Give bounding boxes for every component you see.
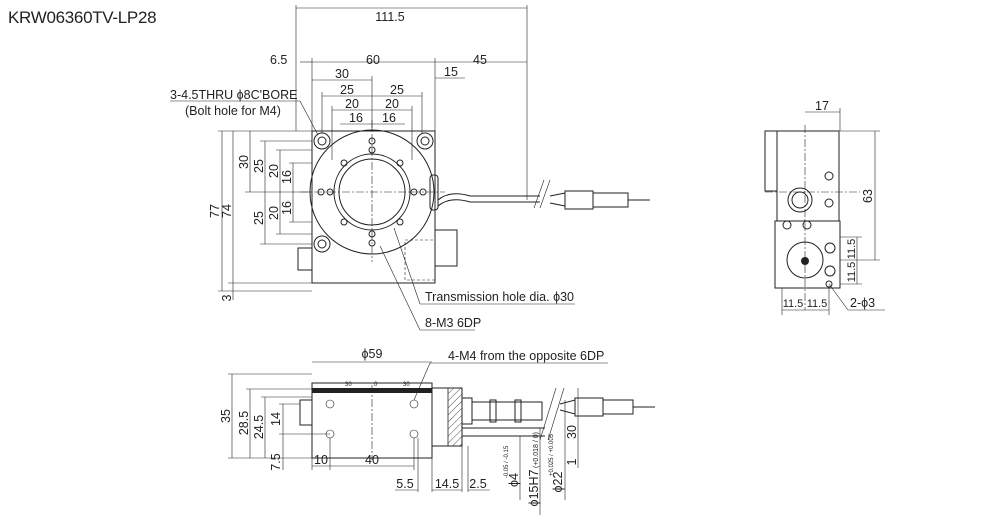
dim-vertical-11-5-bottom: 11.5 <box>846 262 858 283</box>
dim-height-7-5: 7.5 <box>269 453 283 470</box>
dim-pitch-20-left: 20 <box>345 97 359 111</box>
dim-height-1: 1 <box>565 458 579 465</box>
dim-height-63: 63 <box>861 189 875 203</box>
dim-vertical-11-5-top: 11.5 <box>846 239 858 260</box>
dim-height-14: 14 <box>269 412 283 426</box>
dim-bore-15h7: ϕ15H7 <box>527 470 541 507</box>
note-pins: 2-ϕ3 <box>850 296 875 310</box>
dim-v16-bottom: 16 <box>280 201 294 215</box>
connector <box>564 190 594 210</box>
dim-pitch-25-left: 25 <box>340 83 354 97</box>
side-motor-block <box>774 220 841 289</box>
dim-v20-top: 20 <box>267 164 281 178</box>
scale-mark: 30 <box>403 382 410 388</box>
dim-half-height: 30 <box>237 155 251 169</box>
dim-pitch-20-right: 20 <box>385 97 399 111</box>
dim-pitch-16-left: 16 <box>349 111 363 125</box>
note-m4-taps: 4-M4 from the opposite 6DP <box>448 349 604 363</box>
dim-cable-offset: 15 <box>444 65 458 79</box>
note-bolt-hole: 3-4.5THRU ϕ8C'BORE <box>170 88 297 102</box>
dim-v25-bottom: 25 <box>252 211 266 225</box>
dim-overall-height: 77 <box>208 204 222 218</box>
dim-offset: 6.5 <box>270 53 287 67</box>
front-connector <box>574 397 604 417</box>
dim-overall-length: 111.5 <box>375 10 404 24</box>
dim-height-28-5: 28.5 <box>237 411 251 435</box>
cable <box>437 193 540 207</box>
dim-width-17: 17 <box>815 99 829 113</box>
dim-diameter-59: ϕ59 <box>362 347 383 361</box>
dim-shaft-4: ϕ4 <box>507 473 521 487</box>
dim-horizontal-11-5-left: 11.5 <box>783 298 804 310</box>
scale-mark: 30 <box>345 382 352 388</box>
dim-v16-top: 16 <box>280 170 294 184</box>
micrometer-knob <box>297 247 313 271</box>
dim-body-width: 60 <box>366 53 380 67</box>
dim-v20-bottom: 20 <box>267 206 281 220</box>
dim-height-35: 35 <box>219 409 233 423</box>
dim-cable-length: 45 <box>473 53 487 67</box>
micrometer <box>299 399 313 426</box>
note-tap-holes: 8-M3 6DP <box>425 316 481 330</box>
dim-pitch-25-right: 25 <box>390 83 404 97</box>
dim-shaft-4-tolerance: -0.05 / -0.15 <box>504 445 510 478</box>
dim-half-width: 30 <box>335 67 349 81</box>
dim-width-10: 10 <box>314 453 328 467</box>
top-view: 111.5 6.5 60 45 30 15 25 25 20 20 16 16 … <box>170 5 650 331</box>
dim-horizontal-11-5-right: 11.5 <box>807 298 828 310</box>
hatched-section <box>447 387 463 447</box>
drawing-title: KRW06360TV-LP28 <box>8 8 157 27</box>
dim-width-5-5: 5.5 <box>396 477 413 491</box>
side-view: 17 63 11.5 11.5 11.5 11.5 2-ϕ3 <box>764 99 885 315</box>
dim-bore-15h7-tolerance: (+0.018 / 0) <box>533 432 540 468</box>
dim-diameter-22-tolerance: +0.025 / +0.005 <box>549 433 555 476</box>
dim-pitch-16-right: 16 <box>382 111 396 125</box>
dim-diameter-22: ϕ22 <box>551 472 565 493</box>
dim-width-40: 40 <box>365 453 379 467</box>
dim-base: 3 <box>220 294 234 301</box>
note-transmission-hole: Transmission hole dia. ϕ30 <box>425 290 574 304</box>
dim-width-2-5: 2.5 <box>469 477 486 491</box>
note-bolt-hole-sub: (Bolt hole for M4) <box>185 104 281 118</box>
dim-body-height: 74 <box>220 204 234 218</box>
front-view: 30 0 30 ϕ59 <box>219 347 655 515</box>
dim-height-24-5: 24.5 <box>252 415 266 439</box>
bolt-holes <box>313 132 434 253</box>
dim-height-30: 30 <box>565 425 579 439</box>
side-upper-body <box>776 130 840 222</box>
scale-mark: 0 <box>374 382 378 388</box>
dim-v25-top: 25 <box>252 159 266 173</box>
dim-width-14-5: 14.5 <box>435 477 459 491</box>
motor-housing <box>434 229 458 267</box>
